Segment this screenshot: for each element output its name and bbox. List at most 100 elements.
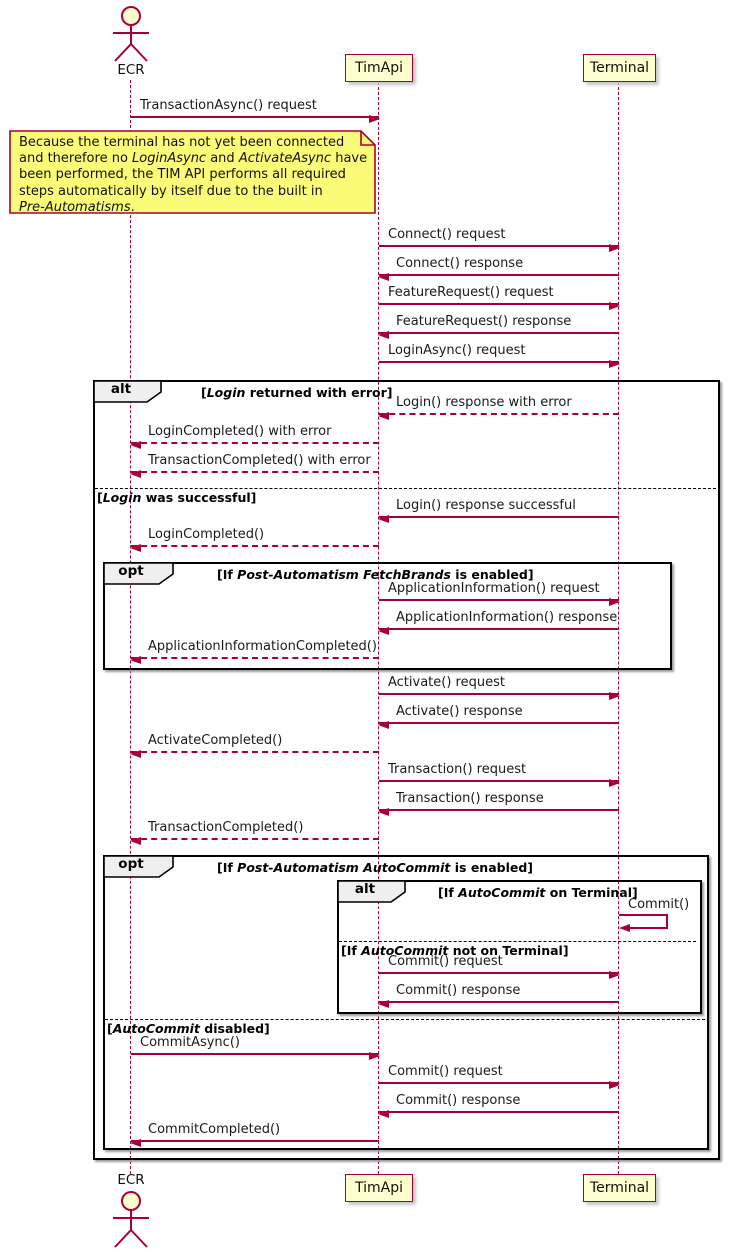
arrow-line [131, 116, 379, 118]
alt-frame-login: alt [Login returned with error] [93, 380, 720, 1160]
message-label: Connect() request [388, 227, 506, 242]
arrowhead-icon [378, 721, 389, 729]
arrow-line [131, 838, 379, 840]
frame-keyword: alt [354, 881, 376, 897]
arrowhead-icon [378, 515, 389, 523]
message-commit-response: Commit() response [378, 1092, 619, 1118]
note-shape [9, 130, 376, 214]
frame-keyword: alt [110, 381, 132, 397]
message-commitcompleted: CommitCompleted() [130, 1121, 379, 1147]
arrow-line [379, 332, 619, 334]
message-label: Commit() response [396, 983, 521, 998]
note-line: Pre-Automatisms. [19, 199, 135, 215]
message-transactioncompleted-error: TransactionCompleted() with error [130, 452, 379, 478]
opt-frame-fetchbrands: opt [If Post-Automatism FetchBrands is e… [103, 562, 672, 670]
message-label: LoginAsync() request [388, 343, 526, 358]
arrowhead-icon [130, 441, 141, 449]
message-label: Commit() request [388, 1064, 503, 1079]
arrowhead-icon [369, 1052, 380, 1060]
arrowhead-icon [609, 598, 620, 606]
arrow-line [379, 303, 619, 305]
alt-frame-autocommit-terminal: alt [If AutoCommit on Terminal] [337, 880, 702, 1014]
arrow-line [379, 1111, 619, 1113]
actor-icon [113, 1191, 149, 1248]
frame-keyword: opt [118, 856, 144, 872]
alt-frame-autocommit-header: alt [337, 880, 407, 908]
arrow-line [379, 1001, 619, 1003]
arrowhead-icon [609, 1081, 620, 1089]
arrowhead-icon [609, 244, 620, 252]
opt-fetchbrands-condition: [If Post-Automatism FetchBrands is enabl… [217, 567, 534, 582]
arrow-line [131, 1053, 379, 1055]
message-label: Activate() response [396, 704, 523, 719]
message-commitasync: CommitAsync() [131, 1034, 380, 1060]
arrowhead-icon [609, 971, 620, 979]
note-line: been performed, the TIM API performs all… [19, 167, 346, 183]
arrow-line [379, 1082, 619, 1084]
divider-line [95, 488, 716, 489]
arrow-line [379, 780, 619, 782]
message-label: ApplicationInformation() response [396, 610, 618, 625]
divider-line [105, 1019, 705, 1020]
message-label: Commit() request [388, 954, 503, 969]
message-label: ApplicationInformation() request [388, 581, 600, 596]
message-login-response-error: Login() response with error [378, 394, 619, 420]
opt-frame-autocommit: opt [If Post-Automatism AutoCommit is en… [103, 855, 709, 1150]
arrow-line [379, 972, 619, 974]
arrowhead-icon [378, 273, 389, 281]
participant-timapi-top-label: TimApi [354, 60, 403, 76]
arrowhead-icon [130, 544, 141, 552]
message-applicationinformation-request: ApplicationInformation() request [379, 580, 620, 606]
arrowhead-icon [378, 808, 389, 816]
participant-timapi-bottom: TimApi [345, 1174, 413, 1202]
message-label: TransactionCompleted() with error [148, 453, 371, 468]
message-label: CommitAsync() [140, 1035, 240, 1050]
arrowhead-icon [609, 360, 620, 368]
arrowhead-icon [609, 692, 620, 700]
message-label: LoginCompleted() with error [148, 424, 332, 439]
arrow-line [131, 657, 379, 659]
note-line: Because the terminal has not yet been co… [19, 135, 345, 150]
message-login-response-successful: Login() response successful [378, 497, 619, 523]
arrowhead-icon [378, 331, 389, 339]
message-label: FeatureRequest() request [388, 285, 554, 300]
message-applicationinformationcompleted: ApplicationInformationCompleted() [130, 638, 379, 664]
arrow-line [131, 751, 379, 753]
participant-terminal-bottom: Terminal [583, 1174, 656, 1202]
opt-frame-autocommit-header: opt [103, 855, 175, 883]
message-applicationinformation-response: ApplicationInformation() response [378, 609, 619, 635]
alt-autocommit-condition: [If AutoCommit on Terminal] [438, 885, 638, 900]
message-label: Login() response with error [396, 395, 572, 410]
frame-keyword-shape [103, 855, 174, 878]
participant-terminal-bottom-label: Terminal [589, 1180, 650, 1196]
message-logincompleted-error: LoginCompleted() with error [130, 423, 379, 449]
arrow-line [379, 628, 619, 630]
arrow-line [379, 245, 619, 247]
arrow-line [379, 693, 619, 695]
arrow-line [379, 274, 619, 276]
arrowhead-icon [369, 115, 380, 123]
arrow-line [379, 361, 619, 363]
divider-login-successful: [Login was successful] [97, 490, 257, 505]
message-label: Transaction() request [388, 762, 527, 777]
message-label: FeatureRequest() response [396, 314, 572, 329]
arrow-line [379, 413, 619, 415]
participant-terminal-top: Terminal [583, 54, 656, 82]
message-transactioncompleted: TransactionCompleted() [130, 819, 379, 845]
participant-terminal-top-label: Terminal [589, 60, 650, 76]
arrowhead-icon [130, 750, 141, 758]
message-activate-response: Activate() response [378, 703, 619, 729]
message-label: LoginCompleted() [148, 527, 265, 542]
message-activate-request: Activate() request [379, 674, 620, 700]
note: Because the terminal has not yet been co… [9, 130, 377, 215]
participant-timapi-top: TimApi [345, 54, 413, 82]
arrowhead-icon [609, 302, 620, 310]
participant-timapi-bottom-label: TimApi [354, 1180, 403, 1196]
divider-autocommit-disabled: [AutoCommit disabled] [107, 1021, 270, 1036]
message-label: Connect() response [396, 256, 524, 271]
arrow-line [131, 442, 379, 444]
arrowhead-icon [378, 412, 389, 420]
arrowhead-icon [130, 656, 141, 664]
message-connect-response: Connect() response [378, 255, 619, 281]
arrow-line [379, 809, 619, 811]
